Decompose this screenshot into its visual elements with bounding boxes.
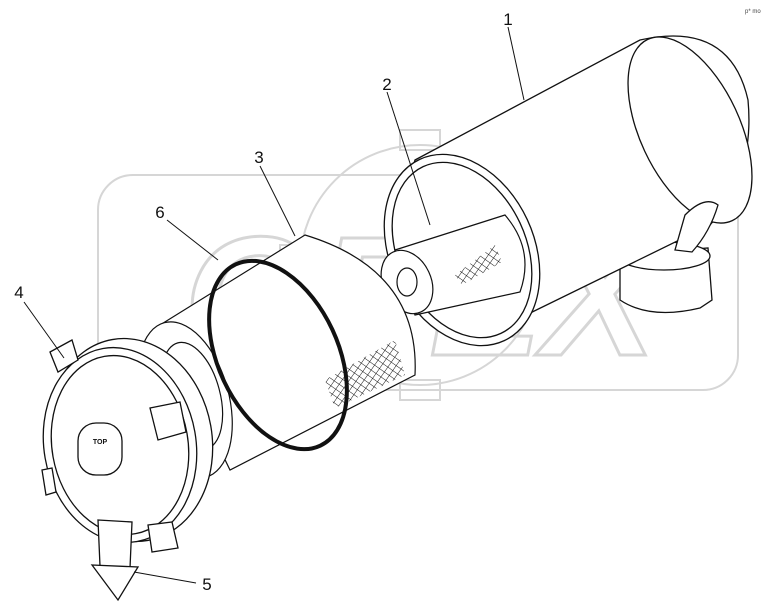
leader-lines <box>23 26 525 584</box>
valve-tip <box>90 564 140 602</box>
cover-latch-bottom <box>147 521 179 553</box>
callout-3: 3 <box>254 148 263 167</box>
leader-line-5 <box>133 571 197 584</box>
cover-inner-ring <box>50 354 190 536</box>
cover-latch-top <box>49 339 79 373</box>
leader-line-2 <box>386 91 431 226</box>
cover-latch-left <box>41 467 57 496</box>
callout-4: 4 <box>14 283 23 302</box>
callout-5: 5 <box>202 575 211 594</box>
corner-mark: p* mo <box>745 9 761 15</box>
leader-line-3 <box>259 165 296 237</box>
callout-1: 1 <box>503 10 512 29</box>
o-ring-seal <box>207 258 349 452</box>
callout-6: 6 <box>155 203 164 222</box>
leader-line-1 <box>507 26 525 101</box>
housing-elbow <box>674 201 719 253</box>
leader-line-4 <box>23 301 65 359</box>
safety-filter-element <box>380 214 526 316</box>
air-filter-cover: TOP <box>41 337 214 553</box>
cover-top-badge <box>77 422 123 476</box>
leader-line-6 <box>166 219 219 261</box>
callout-2: 2 <box>382 75 391 94</box>
safety-element-mesh <box>455 245 502 285</box>
cover-top-label: TOP <box>93 439 108 446</box>
vacuator-valve <box>90 519 140 602</box>
safety-element-bore <box>396 267 418 297</box>
housing-end-cap <box>627 36 753 224</box>
cover-latch-right <box>149 401 187 441</box>
valve-stem <box>97 519 133 569</box>
